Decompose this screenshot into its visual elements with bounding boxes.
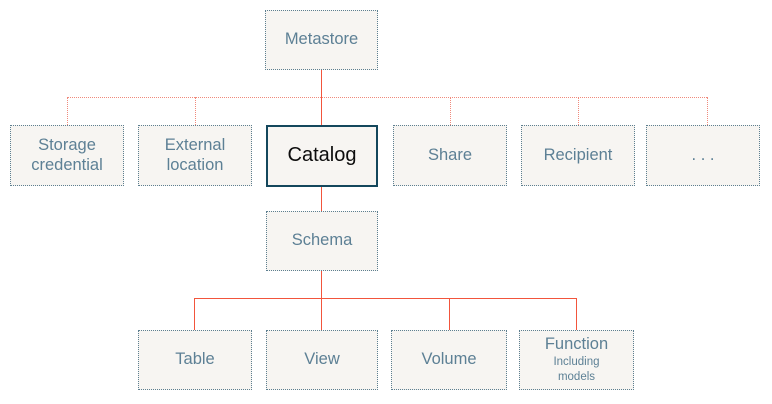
node-view[interactable]: View (266, 330, 378, 390)
node-function-label: Function (544, 335, 609, 354)
edge-drop-view (321, 298, 322, 330)
edge-drop-volume (449, 298, 450, 330)
node-catalog-label: Catalog (287, 144, 357, 167)
edge-drop-recipient (578, 97, 579, 125)
node-external-location-label-line1: External (164, 136, 226, 155)
edge-metastore-distributor (67, 97, 707, 98)
node-storage-credential-label-line2: credential (31, 155, 103, 174)
node-share[interactable]: Share (393, 125, 507, 186)
node-storage-credential[interactable]: Storage credential (10, 125, 124, 186)
node-storage-credential-label-line1: Storage (38, 136, 96, 155)
node-catalog[interactable]: Catalog (266, 125, 378, 187)
edge-drop-share (450, 97, 451, 125)
edge-schema-distributor (194, 298, 576, 299)
node-metastore[interactable]: Metastore (265, 10, 378, 70)
node-schema[interactable]: Schema (266, 211, 378, 271)
node-function-sublabel-line1: Including (553, 355, 600, 368)
node-schema-label: Schema (291, 231, 353, 250)
node-metastore-label: Metastore (284, 30, 359, 49)
node-ellipsis[interactable]: . . . (646, 125, 760, 186)
node-external-location[interactable]: External location (138, 125, 252, 186)
edge-catalog-to-schema (321, 187, 322, 211)
node-table[interactable]: Table (138, 330, 252, 390)
edge-drop-storage-credential (67, 97, 68, 125)
node-recipient[interactable]: Recipient (521, 125, 635, 186)
node-recipient-label: Recipient (543, 145, 613, 164)
edge-schema-stem (321, 271, 322, 299)
edge-drop-function (576, 298, 577, 330)
edge-drop-external-location (195, 97, 196, 125)
node-function[interactable]: Function Including models (519, 330, 634, 390)
node-external-location-label-line2: location (166, 155, 224, 174)
node-volume-label: Volume (421, 350, 477, 369)
node-table-label: Table (175, 350, 215, 369)
node-volume[interactable]: Volume (391, 330, 507, 390)
node-share-label: Share (427, 145, 473, 164)
node-ellipsis-label: . . . (691, 145, 715, 164)
edge-drop-table (194, 298, 195, 330)
node-view-label: View (304, 350, 340, 369)
node-function-sublabel-line2: models (557, 370, 596, 383)
edge-drop-ellipsis (707, 97, 708, 125)
